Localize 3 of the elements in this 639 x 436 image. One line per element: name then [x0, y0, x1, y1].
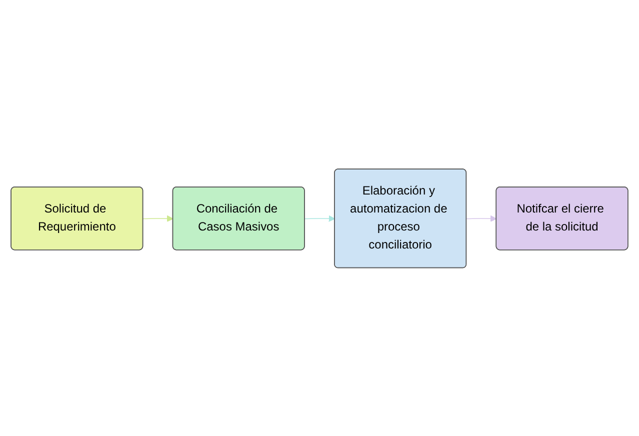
- arrow: [466, 214, 497, 222]
- arrow: [142, 214, 174, 222]
- arrow: [304, 214, 336, 222]
